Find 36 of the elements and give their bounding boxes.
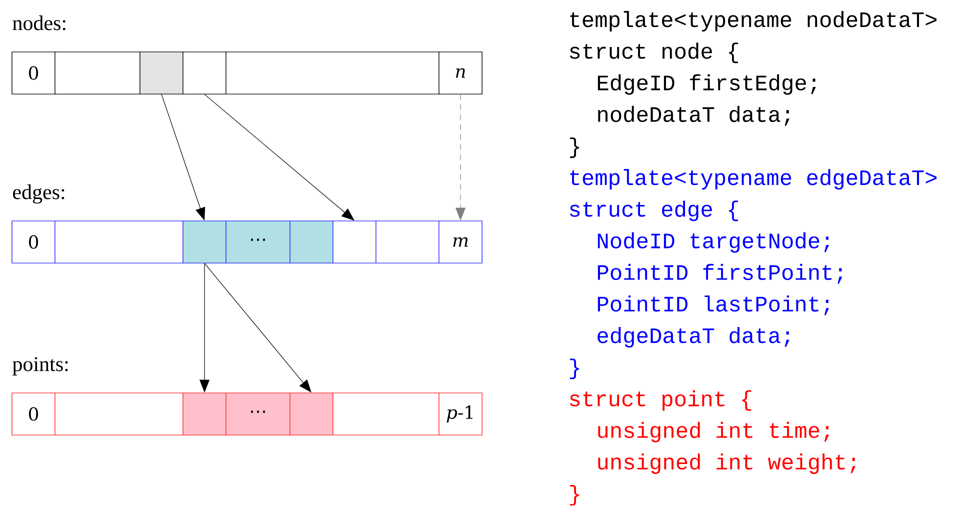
code-line: EdgeID firstEdge;	[598, 74, 816, 95]
array-cell	[182, 52, 226, 94]
array-cell: 0	[12, 52, 56, 94]
array-cell	[332, 220, 376, 264]
code-line: struct point {	[570, 390, 752, 411]
array-cell: n	[438, 52, 482, 94]
code-line: }	[570, 485, 579, 506]
code-line: struct edge {	[570, 200, 738, 222]
array-cell: 0	[12, 392, 56, 436]
array-cell: ⋯	[226, 220, 290, 264]
code-line: template<typename edgeDataT>	[570, 169, 937, 190]
code-line: PointID lastPoint;	[598, 295, 830, 316]
array-cell	[290, 392, 334, 436]
array-cell: ⋯	[226, 392, 290, 436]
array-heading: nodes:	[12, 15, 66, 30]
code-line: template<typename nodeDataT>	[570, 11, 937, 32]
code-line: NodeID targetNode;	[598, 232, 830, 253]
code-line: nodeDataT data;	[598, 106, 790, 126]
array-cell: m	[438, 220, 482, 264]
code-line: struct node {	[570, 42, 738, 64]
code-line: PointID firstPoint;	[598, 264, 842, 284]
array-heading: edges:	[13, 184, 64, 204]
array-cell: 0	[12, 220, 56, 264]
code-line: }	[570, 358, 579, 380]
code-line: unsigned int time;	[598, 422, 830, 442]
array-cell: p-1	[438, 392, 482, 436]
array-cell	[182, 220, 226, 264]
code-line: }	[570, 137, 579, 158]
array-cell	[290, 220, 334, 264]
array-cell	[54, 52, 140, 94]
code-line: edgeDataT data;	[598, 327, 790, 348]
code-line: unsigned int weight;	[598, 453, 856, 474]
array-cell	[376, 220, 440, 264]
array-cell	[182, 392, 226, 436]
array-heading: points:	[12, 357, 68, 376]
array-cell	[140, 52, 184, 94]
